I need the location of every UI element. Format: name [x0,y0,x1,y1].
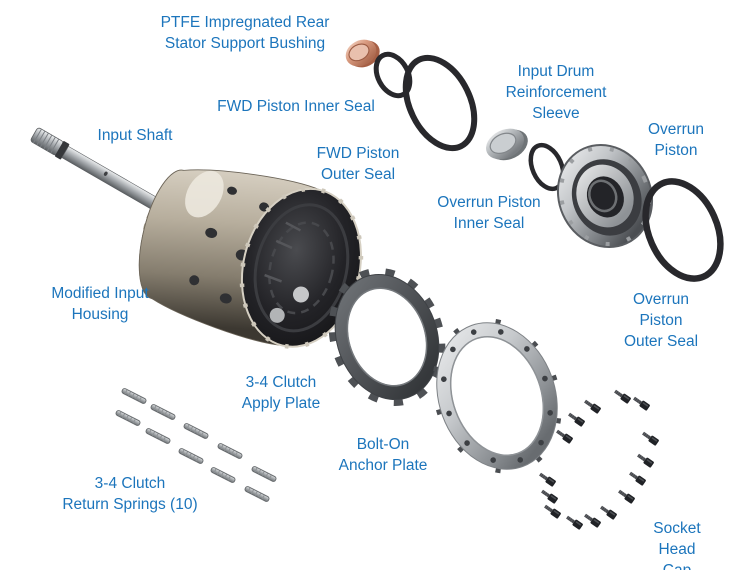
label-overrun-outer-seal: Overrun Piston Outer Seal [623,291,699,351]
label-ptfe-bushing: PTFE Impregnated Rear Stator Support Bus… [160,14,330,53]
label-apply-plate: 3-4 Clutch Apply Plate [241,374,321,413]
label-anchor-plate: Bolt-On Anchor Plate [338,436,428,475]
input-housing-art [138,169,364,349]
overrun-inner-seal-art [528,142,566,192]
label-drum-sleeve: Input Drum Reinforcement Sleeve [505,63,607,123]
overrun-piston-art [556,143,654,249]
anchor-plate-art [432,318,562,474]
label-overrun-piston: Overrun Piston [648,121,704,160]
label-overrun-inner-seal: Overrun Piston Inner Seal [437,194,541,233]
label-cap-screws: Socket Head Cap Screws (15) [653,520,701,570]
label-input-housing: Modified Input Housing [51,285,149,324]
label-fwd-inner-seal: FWD Piston Inner Seal [217,98,375,115]
label-return-springs: 3-4 Clutch Return Springs (10) [62,475,198,514]
fwd-outer-seal-art [402,54,478,152]
label-fwd-outer-seal: FWD Piston Outer Seal [316,145,400,184]
overrun-outer-seal-art [642,178,724,282]
drum-sleeve-art [486,128,528,161]
ptfe-bushing-art [345,39,380,68]
apply-plate-art [328,267,446,407]
label-input-shaft: Input Shaft [97,127,173,144]
